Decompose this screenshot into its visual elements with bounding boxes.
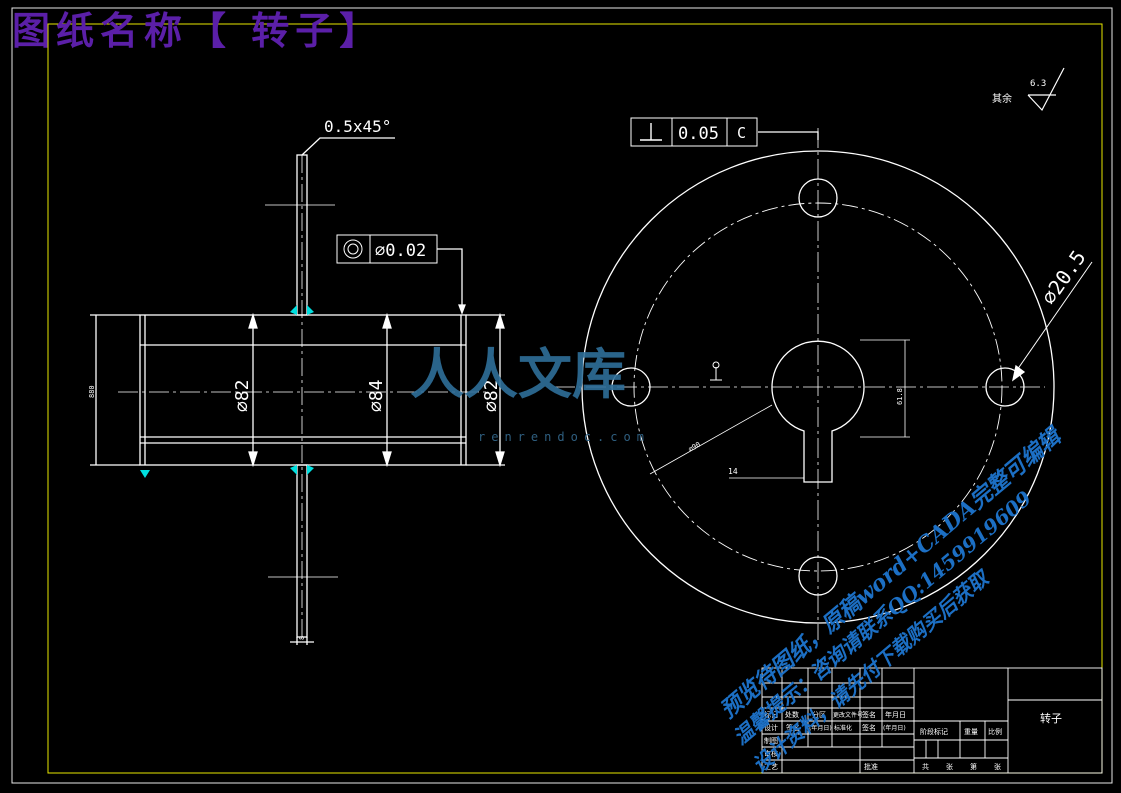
tb-sheet-unit1: 张 [946, 762, 953, 771]
tb-date3: (年月日) [883, 724, 906, 732]
side-view [90, 137, 505, 645]
watermark-url: renrendoc.com [478, 430, 650, 444]
tb-date: 年月日 [885, 710, 906, 719]
outer-frame [11, 7, 1113, 784]
tb-sheet-unit2: 张 [994, 762, 1001, 771]
bore-dim: 61.8 [896, 388, 904, 405]
tb-sheet-total: 共 [922, 762, 929, 771]
watermark-logo: 人人文库 [410, 342, 626, 406]
front-view [555, 67, 1093, 640]
tb-sheet-no: 第 [970, 762, 977, 771]
concentricity-frame [336, 234, 438, 264]
title-block [761, 667, 1103, 774]
tb-stage: 阶段标记 [920, 727, 948, 736]
concentricity-icon [343, 239, 363, 259]
tb-count: 处数 [785, 710, 799, 719]
tb-sign3: 签名 [862, 723, 876, 732]
tb-sign: 签名 [862, 710, 876, 719]
tb-approve: 批准 [864, 762, 878, 771]
inner-frame [47, 23, 1103, 774]
tb-part-name: 转子 [1040, 711, 1062, 725]
roughness-value: 6.3 [1030, 79, 1046, 89]
hole-dia-label: ∅20.5 [1036, 246, 1090, 309]
roughness-label: 其余 [992, 92, 1012, 105]
tb-weight: 重量 [964, 728, 978, 736]
tb-scale: 比例 [988, 727, 1002, 736]
tb-process: 工艺 [764, 763, 778, 771]
tb-standard: 标准化 [834, 724, 852, 732]
weld-marks [140, 305, 314, 478]
perpendicularity-icon [640, 123, 662, 141]
concentricity-value: ∅0.02 [375, 241, 426, 261]
dim-right: ∅82 [481, 379, 502, 412]
title-block-text: 标记 处数 分区 更改文件号 签名 年月日 设计 签名 (年月日) 标准化 签名… [764, 710, 1062, 771]
tb-zone: 分区 [812, 710, 826, 719]
dim-width: 8 [298, 636, 306, 640]
pcd-dim: ∅90 [687, 440, 702, 453]
tb-design: 设计 [764, 723, 778, 732]
tb-mark: 标记 [764, 710, 778, 719]
tb-change-doc: 更改文件号 [833, 711, 863, 719]
chamfer-label: 0.5x45° [324, 117, 391, 136]
perpendicularity-frame [630, 117, 758, 147]
datum-symbol [712, 361, 720, 369]
dim-left: ∅82 [232, 379, 253, 412]
tb-check: 审核 [764, 749, 778, 758]
tb-drawn: 制图 [764, 736, 778, 745]
drawing-title: 图纸名称【 转子】 [12, 8, 384, 53]
tb-date2: (年月日) [809, 724, 832, 732]
tb-sign2: 签名 [786, 723, 800, 732]
keyway-dim: 14 [728, 467, 738, 476]
dim-length: 880 [88, 385, 96, 398]
datum-label: C [737, 124, 746, 142]
dim-mid: ∅84 [366, 379, 387, 412]
perpendicularity-value: 0.05 [678, 124, 719, 144]
